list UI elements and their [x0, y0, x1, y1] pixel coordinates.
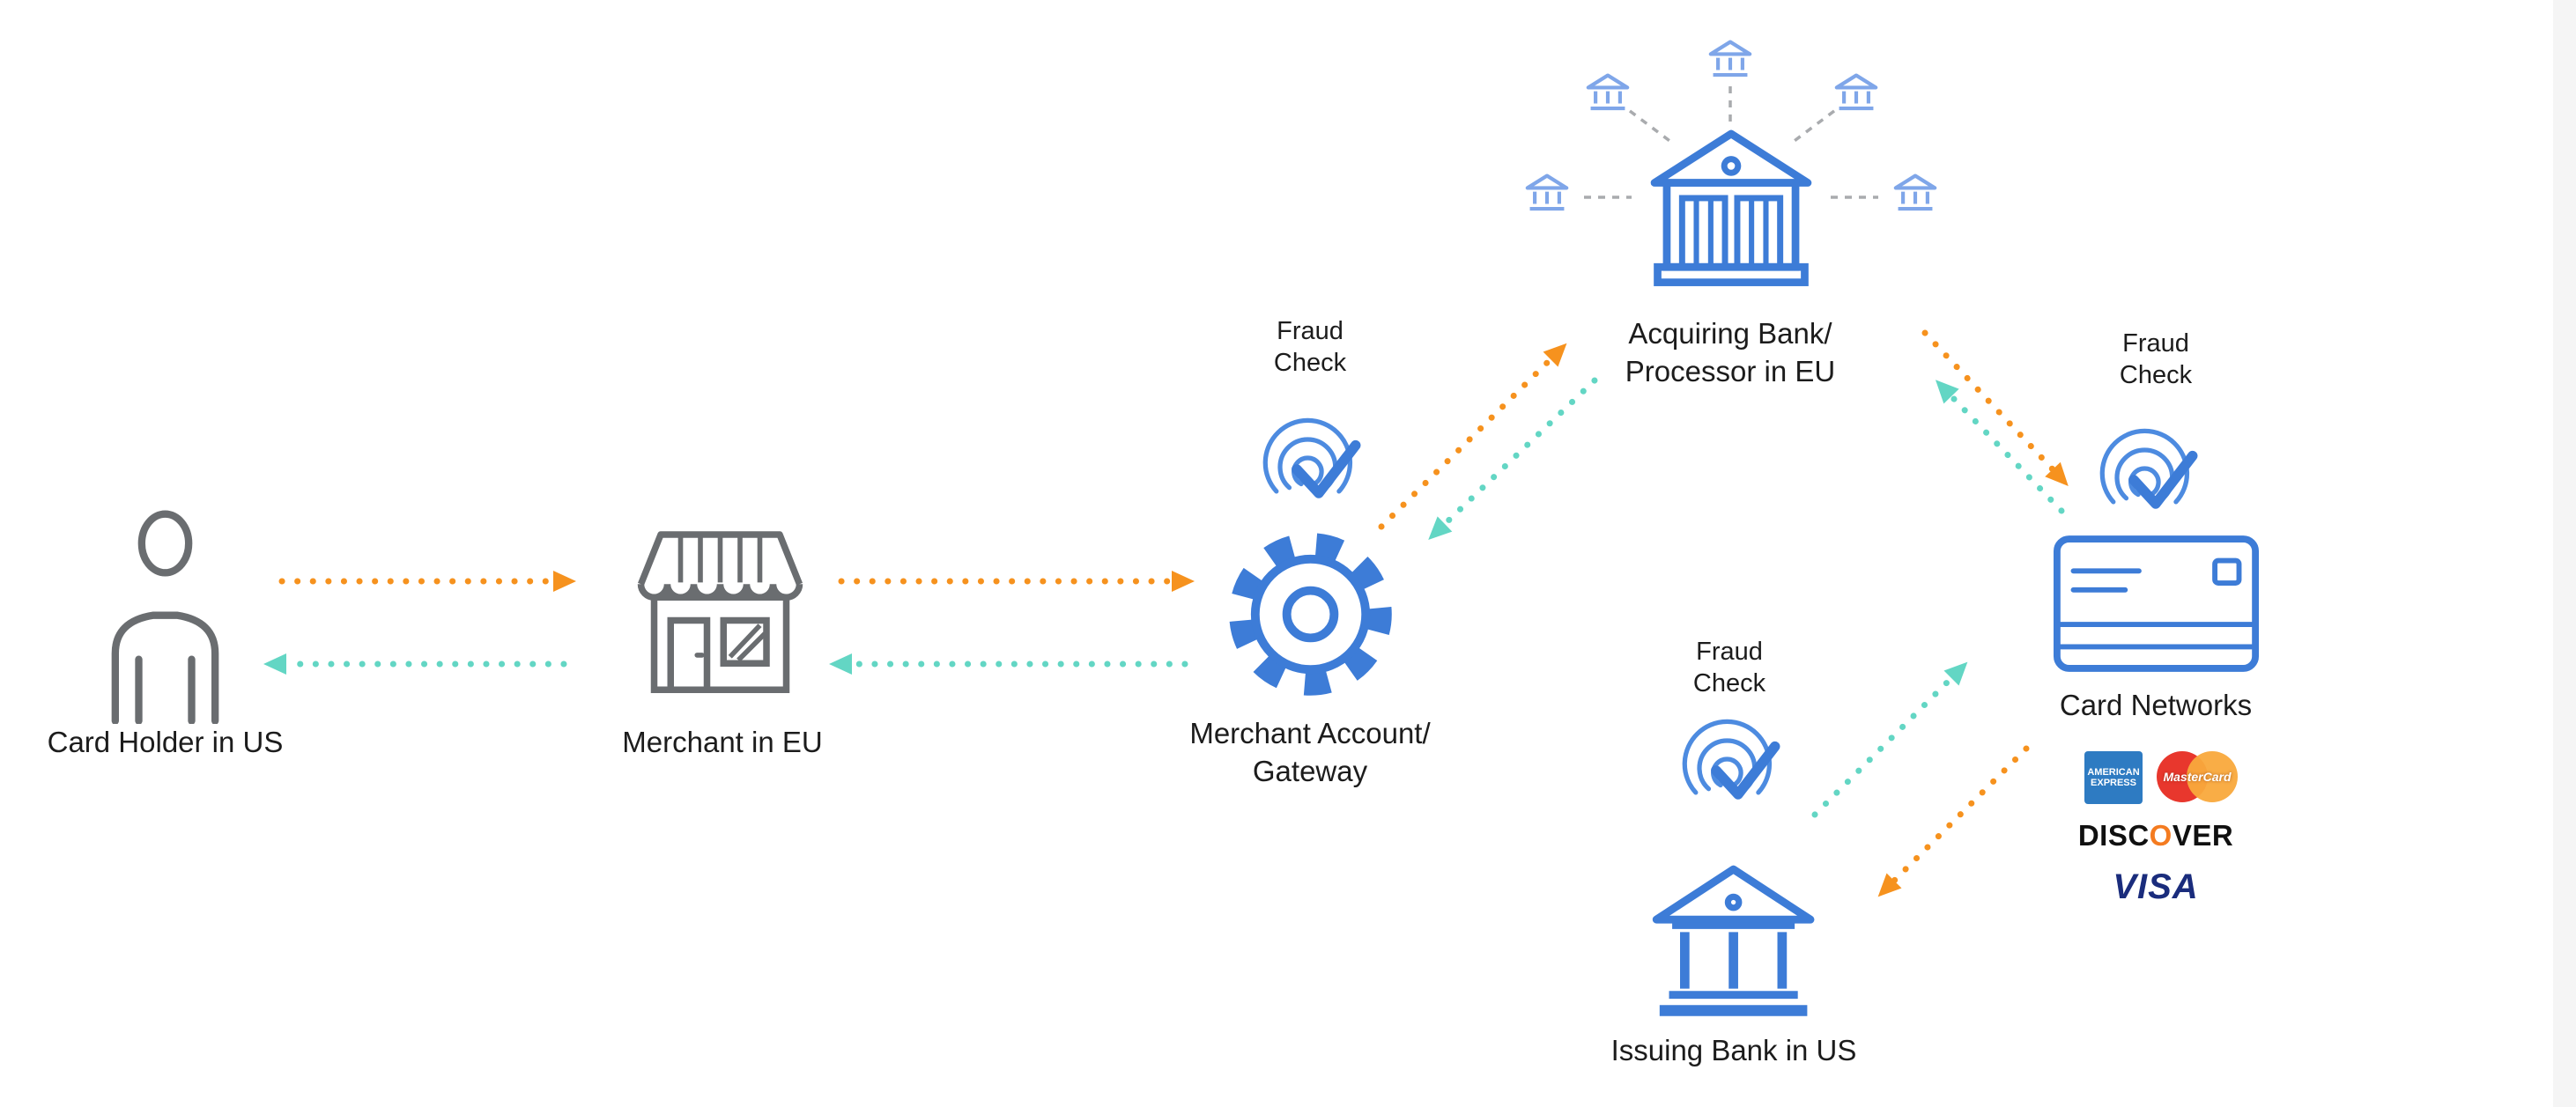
discover-text-pre: DISC	[2077, 819, 2150, 852]
arrow-networks-to-acquirer	[1935, 380, 2065, 514]
store-icon	[637, 531, 803, 693]
merchant-label: Merchant in EU	[622, 726, 823, 758]
mastercard-orange-circle	[2187, 751, 2238, 802]
amex-text-line2: EXPRESS	[2091, 778, 2136, 788]
card-networks-label: Card Networks	[2059, 689, 2253, 721]
issuing-bank-icon	[1652, 865, 1815, 1016]
fraud-check-gateway-icon	[1262, 417, 1361, 498]
acquirer-label: Acquiring Bank/ Processor in EU	[1625, 317, 1836, 387]
credit-card-icon	[2053, 535, 2260, 672]
visa-logo: VISA	[2113, 867, 2199, 906]
discover-logo: DISCOVER	[2024, 819, 2288, 852]
fraud-check-issuer-label: Fraud Check	[1692, 638, 1766, 698]
cardholder-label: Card Holder in US	[47, 726, 284, 758]
mastercard-logo: MasterCard	[2157, 751, 2238, 804]
amex-logo: AMERICAN EXPRESS	[2084, 751, 2143, 804]
discover-letter-o: O	[2149, 819, 2173, 852]
small-bank-icon-left	[1525, 173, 1569, 211]
gear-icon	[1229, 533, 1392, 696]
acquiring-bank-icon	[1650, 129, 1812, 286]
issuer-label: Issuing Bank in US	[1610, 1034, 1857, 1066]
arrow-merchant-to-gateway	[838, 571, 1195, 592]
fraud-check-networks-icon	[2099, 428, 2198, 509]
arrow-gateway-to-merchant	[829, 653, 1188, 675]
person-icon	[111, 510, 219, 724]
gateway-label: Merchant Account/ Gateway	[1189, 717, 1431, 787]
arrow-merchant-to-cardholder	[263, 653, 567, 675]
card-brand-logos: AMERICAN EXPRESS MasterCard	[2084, 751, 2238, 804]
fraud-check-gateway-label: Fraud Check	[1273, 317, 1347, 378]
amex-text-line1: AMERICAN	[2087, 766, 2140, 778]
arrow-acquirer-to-gateway	[1428, 377, 1598, 540]
small-bank-icon-right	[1893, 173, 1937, 211]
small-bank-icon-upper-left	[1586, 73, 1630, 111]
arrow-networks-to-issuer	[1877, 745, 2030, 897]
fraud-check-issuer-icon	[1682, 719, 1780, 800]
right-margin	[2553, 0, 2576, 1107]
mastercard-text: MasterCard	[2163, 770, 2232, 784]
small-bank-icon-top	[1708, 40, 1752, 77]
small-bank-icon-upper-right	[1834, 73, 1878, 111]
discover-text-post: VER	[2172, 819, 2234, 852]
arrow-cardholder-to-merchant	[278, 571, 576, 592]
fraud-check-networks-label: Fraud Check	[2119, 329, 2193, 390]
